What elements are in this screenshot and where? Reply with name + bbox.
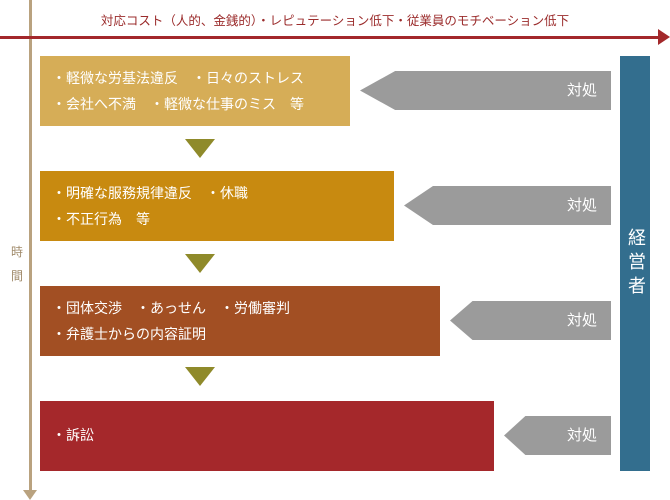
- cost-arrowhead: [658, 29, 670, 45]
- stage-3-line-1: ・団体交渉 ・あっせん ・労働審判: [52, 301, 290, 317]
- stage-2-action-arrow: 対処: [404, 186, 611, 225]
- time-label: 時間: [10, 245, 23, 283]
- manager-label: 経営者: [625, 227, 646, 300]
- stage-3-action-arrow: 対処: [450, 301, 611, 340]
- cost-arrow-line: [0, 36, 660, 39]
- stage-1-box: ・軽微な労基法違反 ・日々のストレス ・会社へ不満 ・軽微な仕事のミス 等: [40, 56, 350, 126]
- stage-4-line-1: ・訴訟: [52, 428, 94, 444]
- cost-header: 対応コスト（人的、金銭的）・レピュテーション低下・従業員のモチベーション低下: [100, 13, 570, 28]
- down-arrow-3: [185, 367, 215, 386]
- stage-1-action-arrow: 対処: [360, 71, 611, 110]
- time-axis-line: [29, 0, 32, 490]
- stage-2-box: ・明確な服務規律違反 ・休職 ・不正行為 等: [40, 171, 394, 241]
- stage-4-box: ・訴訟: [40, 401, 494, 471]
- down-arrow-1: [185, 139, 215, 158]
- manager-bar: 経営者: [620, 56, 650, 471]
- stage-1-line-1: ・軽微な労基法違反 ・日々のストレス: [52, 71, 304, 87]
- stage-1-line-2: ・会社へ不満 ・軽微な仕事のミス 等: [52, 97, 304, 113]
- down-arrow-2: [185, 254, 215, 273]
- time-axis-arrowhead: [23, 490, 37, 500]
- stage-4-action-arrow: 対処: [504, 416, 611, 455]
- stage-3-box: ・団体交渉 ・あっせん ・労働審判 ・弁護士からの内容証明: [40, 286, 440, 356]
- stage-2-line-2: ・不正行為 等: [52, 212, 150, 228]
- stage-3-line-2: ・弁護士からの内容証明: [52, 327, 206, 343]
- stage-2-line-1: ・明確な服務規律違反 ・休職: [52, 186, 248, 202]
